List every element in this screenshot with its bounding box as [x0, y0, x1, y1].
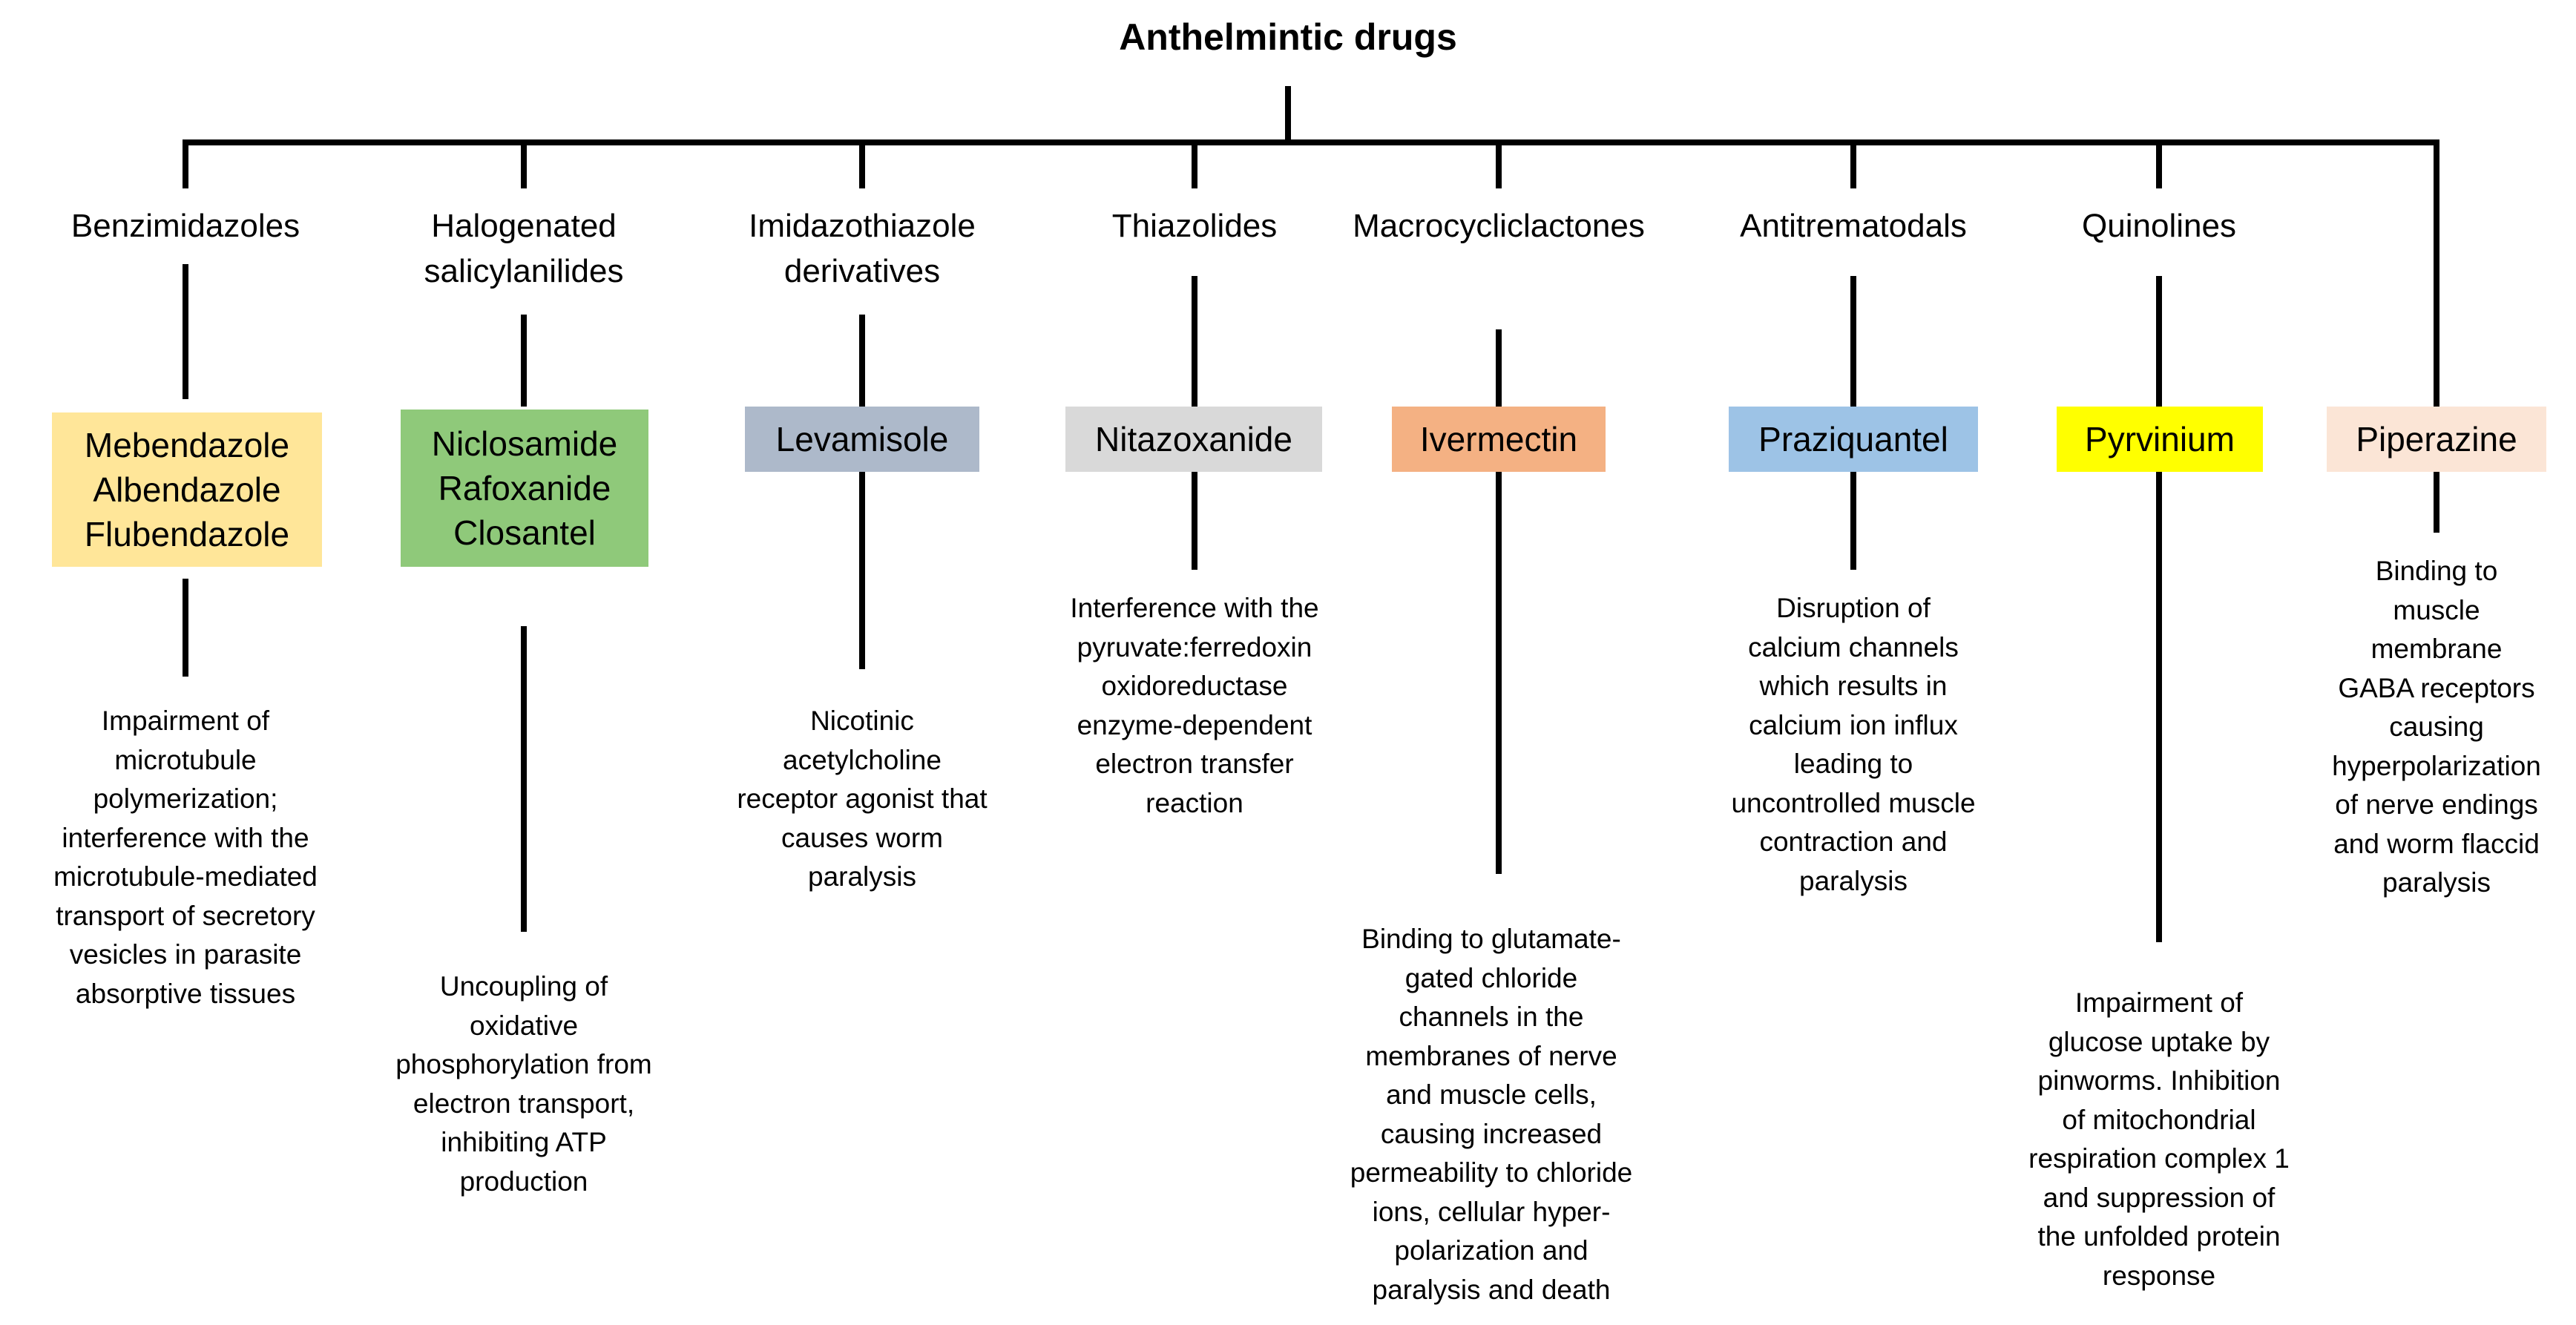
class-label-imidazothiazole-derivatives: Imidazothiazole derivatives — [749, 208, 976, 289]
class-label-thiazolides: Thiazolides — [1111, 208, 1278, 244]
class-label-halogenated-salicylanilides: Halogenated salicylanilides — [424, 208, 624, 289]
drug-box-quinolines: Pyrvinium — [2057, 407, 2263, 472]
class-label-antitrematodals: Antitrematodals — [1740, 208, 1967, 244]
mechanism-antitrematodals: Disruption of calcium channels which res… — [1731, 593, 1976, 896]
mechanism-benzimidazoles: Impairment of microtubule polymerization… — [53, 706, 318, 1009]
mechanism-halogenated-salicylanilides: Uncoupling of oxidative phosphorylation … — [395, 971, 652, 1197]
mechanism-macrocycliclactones: Binding to glutamate- gated chloride cha… — [1350, 924, 1633, 1305]
class-label-macrocycliclactones: Macrocycliclactones — [1353, 208, 1645, 244]
class-label-benzimidazoles: Benzimidazoles — [70, 208, 300, 244]
drug-box-thiazolides: Nitazoxanide — [1065, 407, 1322, 472]
mechanism-thiazolides: Interference with the pyruvate:ferredoxi… — [1070, 593, 1319, 818]
drug-box-antitrematodals: Praziquantel — [1729, 407, 1978, 472]
drug-box-imidazothiazole-derivatives: Levamisole — [745, 407, 979, 472]
mechanism-imidazothiazole-derivatives: Nicotinic acetylcholine receptor agonist… — [737, 706, 988, 892]
drug-box-benzimidazoles: Mebendazole Albendazole Flubendazole — [52, 412, 322, 567]
mechanism-piperazine: Binding to muscle membrane GABA receptor… — [2332, 556, 2541, 898]
diagram-title: Anthelmintic drugs — [1119, 16, 1457, 58]
mechanism-quinolines: Impairment of glucose uptake by pinworms… — [2028, 987, 2290, 1291]
drug-box-piperazine: Piperazine — [2327, 407, 2546, 472]
drug-box-halogenated-salicylanilides: Niclosamide Rafoxanide Closantel — [401, 410, 648, 567]
class-label-quinolines: Quinolines — [2082, 208, 2236, 244]
drug-box-macrocycliclactones: Ivermectin — [1392, 407, 1606, 472]
